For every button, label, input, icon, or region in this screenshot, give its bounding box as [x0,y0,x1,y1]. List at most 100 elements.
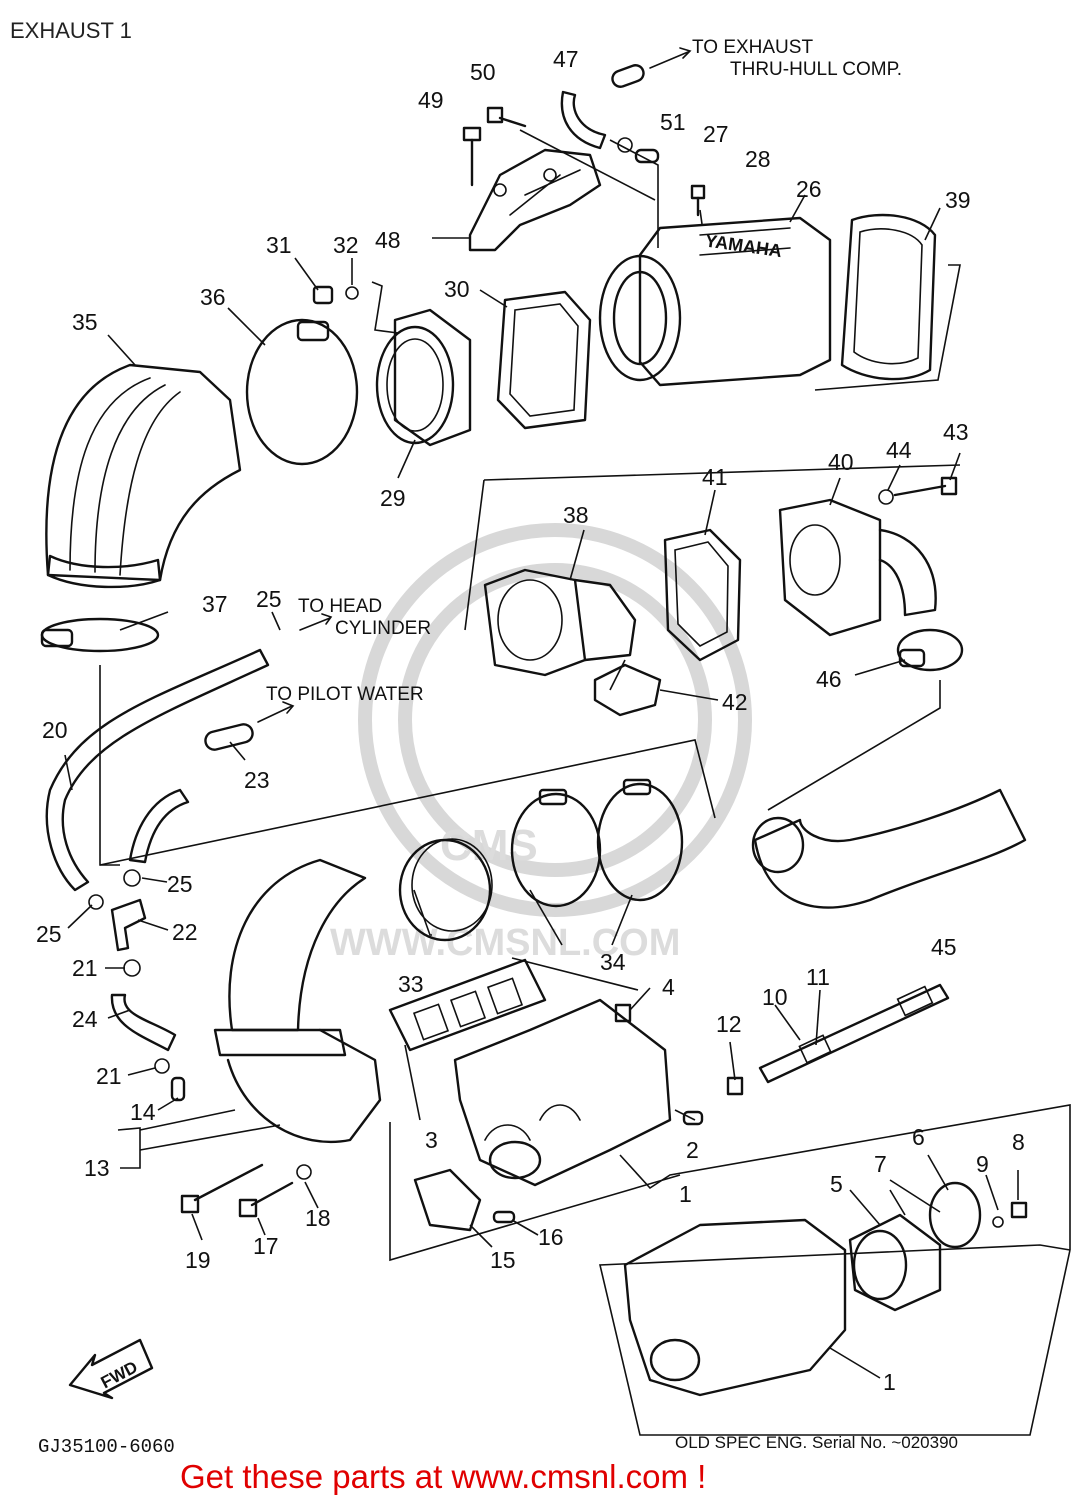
callout-41: 41 [702,464,728,490]
callout-3: 3 [425,1127,438,1153]
part-17-18-19-bolts [180,1163,312,1218]
callout-33: 33 [398,971,424,997]
callout-15: 15 [490,1247,516,1273]
callout-25-top: 25 [256,586,282,612]
callout-32: 32 [333,232,359,258]
callout-17: 17 [253,1233,279,1259]
callout-12: 12 [716,1011,742,1037]
part-45-hose [751,788,1027,909]
callout-43: 43 [943,419,969,445]
callout-38: 38 [563,502,589,528]
part-35-elbow [45,363,242,589]
callout-25-left: 25 [36,921,62,947]
callout-10: 10 [762,984,788,1010]
callout-47: 47 [553,46,579,72]
note-to-head-line2: CYLINDER [335,618,431,639]
callout-34: 34 [600,949,626,975]
callout-20: 20 [42,717,68,743]
watermark-ring [358,523,752,917]
part-27-28-51-fittings [617,137,706,217]
callout-26: 26 [796,176,822,202]
watermark-ring-inner [398,563,712,877]
note-to-pilot-water: TO PILOT WATER [266,684,424,705]
callout-28: 28 [745,146,771,172]
part-37-clamp [40,617,160,653]
callout-49: 49 [418,87,444,113]
part-26-muffler: YAMAHA [598,216,832,387]
callout-39: 39 [945,187,971,213]
note-to-exhaust-line1: TO EXHAUST [692,37,813,58]
part-13-pipe [213,858,382,1144]
page-title: EXHAUST 1 [10,18,132,43]
part-20-hose [45,648,270,892]
callout-1-lower: 1 [883,1369,896,1395]
callout-1-upper: 1 [679,1181,692,1207]
part-3-gasket [388,958,547,1052]
callout-labels: 47 50 49 51 27 28 26 39 48 31 32 30 36 3… [36,46,1025,1395]
watermark: CMS WWW.CMSNL.COM [330,523,752,964]
callout-7: 7 [874,1151,887,1177]
callout-25-right: 25 [167,871,193,897]
part-29-flange [375,308,472,447]
drawing-code: GJ35100-6060 [38,1436,175,1458]
callout-50: 50 [470,59,496,85]
part-1-manifold [453,998,672,1187]
callout-45: 45 [931,934,957,960]
part-38-chamber [483,568,662,717]
note-to-head-line1: TO HEAD [298,596,382,617]
promo-link[interactable]: Get these parts at www.cmsnl.com ! [180,1458,706,1495]
callout-29: 29 [380,485,406,511]
callout-27: 27 [703,121,729,147]
callout-37: 37 [202,591,228,617]
callout-16: 16 [538,1224,564,1250]
part-10-11-shaft [758,983,950,1084]
part-43-44-bolt [878,476,958,505]
fwd-label: FWD [98,1357,141,1392]
callout-8: 8 [1012,1129,1025,1155]
callout-42: 42 [722,689,748,715]
callout-4: 4 [662,974,675,1000]
part-1-old-spec-manifold [623,1181,1028,1397]
watermark-site: WWW.CMSNL.COM [330,922,680,964]
part-31-32-bolt-washer [312,285,359,305]
note-to-exhaust-line2: THRU-HULL COMP. [730,59,902,80]
callout-23: 23 [244,767,270,793]
part-47-hose [560,47,692,150]
callout-51: 51 [660,109,686,135]
callout-5: 5 [830,1171,843,1197]
callout-46: 46 [816,666,842,692]
part-40-elbow-chamber [778,498,937,637]
part-41-gasket [663,528,742,662]
callout-31: 31 [266,232,292,258]
callout-40: 40 [828,449,854,475]
callout-11: 11 [806,964,830,990]
callout-44: 44 [886,437,912,463]
part-30-gasket [496,290,592,430]
callout-30: 30 [444,276,470,302]
leader-lines [64,129,1071,1436]
part-48-bracket [462,106,602,252]
callout-13: 13 [84,1155,110,1181]
callout-18: 18 [305,1205,331,1231]
callout-24: 24 [72,1006,98,1032]
brand-mark: YAMAHA [704,231,783,262]
callout-2: 2 [686,1137,699,1163]
watermark-logo: CMS [440,821,538,870]
callout-19: 19 [185,1247,211,1273]
callout-9: 9 [976,1151,989,1177]
callout-36: 36 [200,284,226,310]
callout-22: 22 [172,919,198,945]
callout-21-lower: 21 [96,1063,122,1089]
fwd-arrow: FWD [68,1338,154,1400]
part-23-hose [128,701,295,864]
part-46-clamp [896,628,964,672]
callout-21-upper: 21 [72,955,98,981]
part-39-gasket [840,213,937,381]
callout-6: 6 [912,1124,925,1150]
callout-48: 48 [375,227,401,253]
part-21-22-24-25-fittings [88,869,186,1102]
arrow-to-head [299,613,333,631]
callout-14: 14 [130,1099,156,1125]
old-spec-note: OLD SPEC ENG. Serial No. ~020390 [675,1433,958,1452]
